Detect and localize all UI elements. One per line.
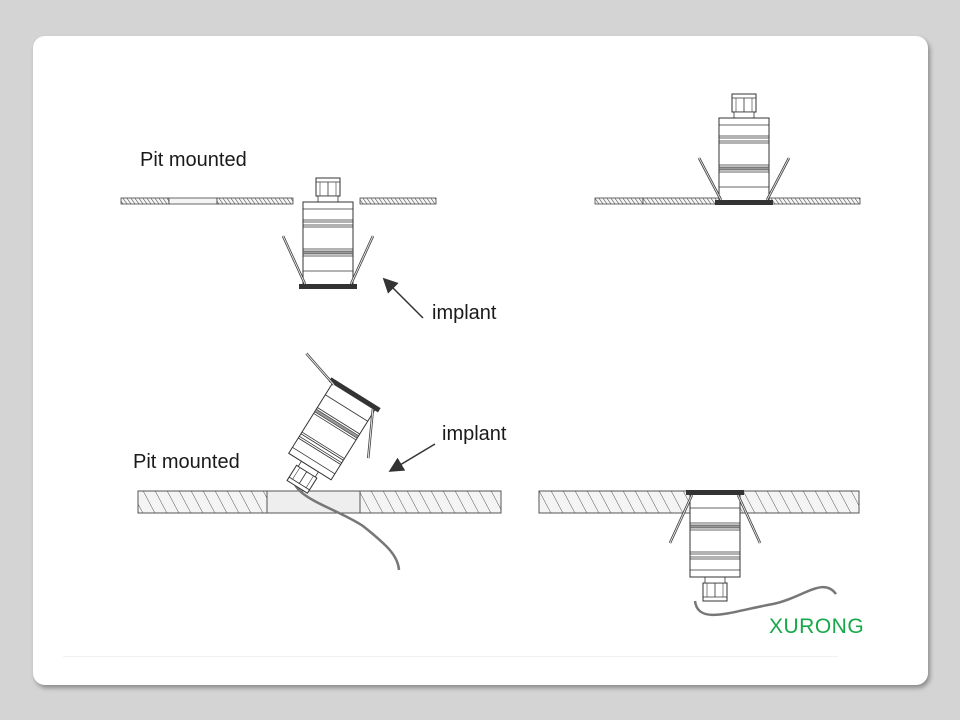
cable: [291, 469, 401, 571]
slide-panel: Pit mounted implant Pit mounted implant …: [33, 36, 928, 685]
pit-mounted-label-bottom: Pit mounted: [133, 451, 240, 473]
footer-divider: [63, 656, 838, 657]
diagram-bottom-left: [137, 352, 502, 571]
light-fixture: [668, 489, 762, 602]
panel-section: [137, 490, 502, 514]
light-fixture: [281, 177, 375, 290]
diagram-top-right: [594, 93, 861, 206]
cable: [693, 585, 838, 617]
brand-logo-text: XURONG: [769, 615, 865, 638]
implant-label-top: implant: [432, 302, 497, 324]
pit-mounted-label-top: Pit mounted: [140, 149, 247, 171]
installation-diagram: [120, 93, 861, 617]
light-fixture: [272, 352, 382, 503]
diagram-bottom-right: [538, 489, 860, 617]
implant-arrow: [388, 443, 436, 472]
implant-label-bottom: implant: [442, 423, 507, 445]
implant-arrow: [382, 277, 424, 319]
panel-section: [120, 197, 437, 205]
diagram-top-left: [120, 177, 437, 319]
light-fixture: [697, 93, 791, 206]
